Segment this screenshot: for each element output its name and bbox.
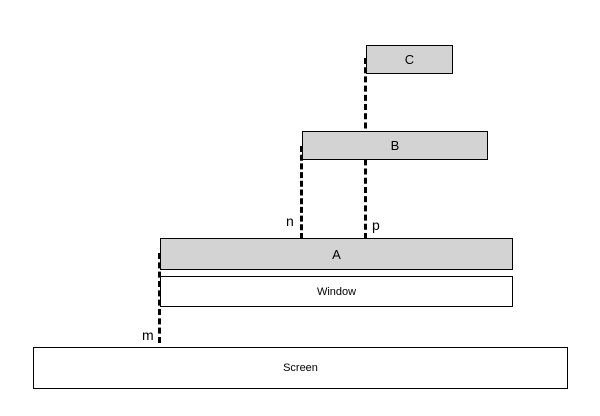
box-b-label: B [390, 138, 400, 153]
connector-n-dashed-line [300, 146, 303, 239]
screen-box: Screen [33, 347, 568, 389]
box-a-label: A [332, 246, 341, 262]
screen-box-label: Screen [283, 362, 318, 374]
connector-m-label: m [142, 327, 154, 343]
connector-n-label: n [286, 213, 294, 229]
box-b: B [302, 131, 488, 160]
box-a: A [160, 238, 513, 270]
connector-m-dashed-line [158, 253, 161, 343]
window-box-label: Window [316, 285, 357, 298]
connector-p-label: p [372, 217, 380, 233]
box-c-label: C [404, 52, 415, 67]
window-box: Window [160, 276, 513, 307]
box-c: C [366, 45, 453, 74]
